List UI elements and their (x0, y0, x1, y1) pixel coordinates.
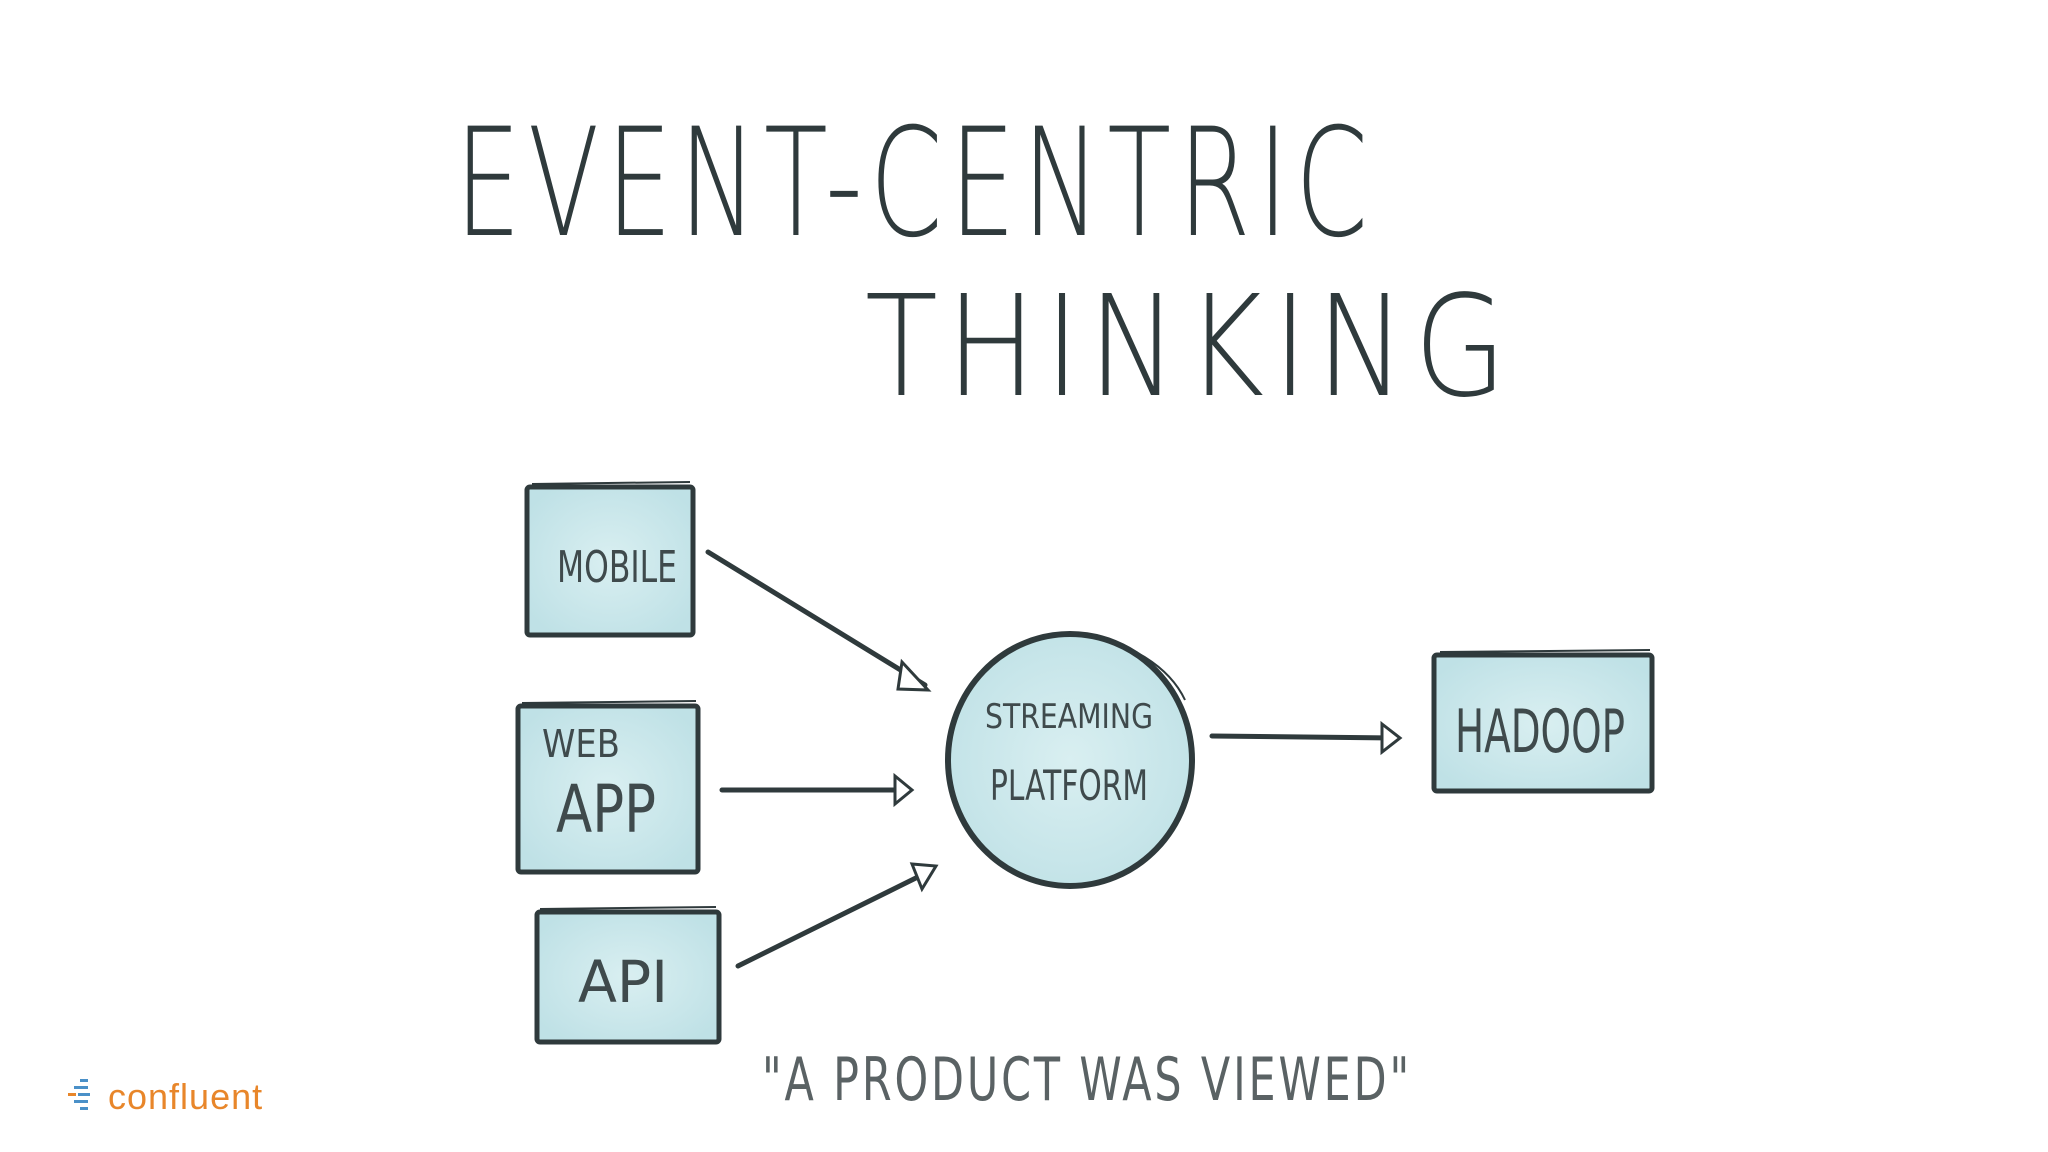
title-line-2: THINKING (865, 266, 1515, 429)
mobile-label: MOBILE (557, 542, 677, 593)
streaming-platform-node: STREAMING PLATFORM (945, 631, 1195, 889)
arrow-webapp-to-platform (719, 772, 915, 808)
api-label: API (578, 948, 668, 1016)
app-label: APP (556, 771, 656, 848)
hub-label-line-2: PLATFORM (990, 761, 1148, 810)
arrow-mobile-to-platform (705, 549, 932, 692)
title-line-1: EVENT-CENTRIC (455, 97, 1375, 271)
brand-name: confluent (108, 1076, 264, 1117)
hadoop-box: HADOOP (1431, 649, 1655, 794)
api-box: API (534, 906, 722, 1045)
web-label: WEB (542, 722, 620, 766)
arrow-platform-to-hadoop (1209, 720, 1403, 756)
arrow-api-to-platform (735, 862, 939, 969)
mobile-box: MOBILE (524, 481, 696, 638)
hub-label-line-1: STREAMING (985, 697, 1153, 737)
event-caption: "A PRODUCT WAS VIEWED" (762, 1045, 1412, 1115)
confluent-logo: confluent (66, 1072, 263, 1122)
hadoop-label: HADOOP (1455, 697, 1625, 767)
web-app-box: WEB APP (515, 700, 701, 875)
confluent-mark-icon (68, 1079, 90, 1110)
